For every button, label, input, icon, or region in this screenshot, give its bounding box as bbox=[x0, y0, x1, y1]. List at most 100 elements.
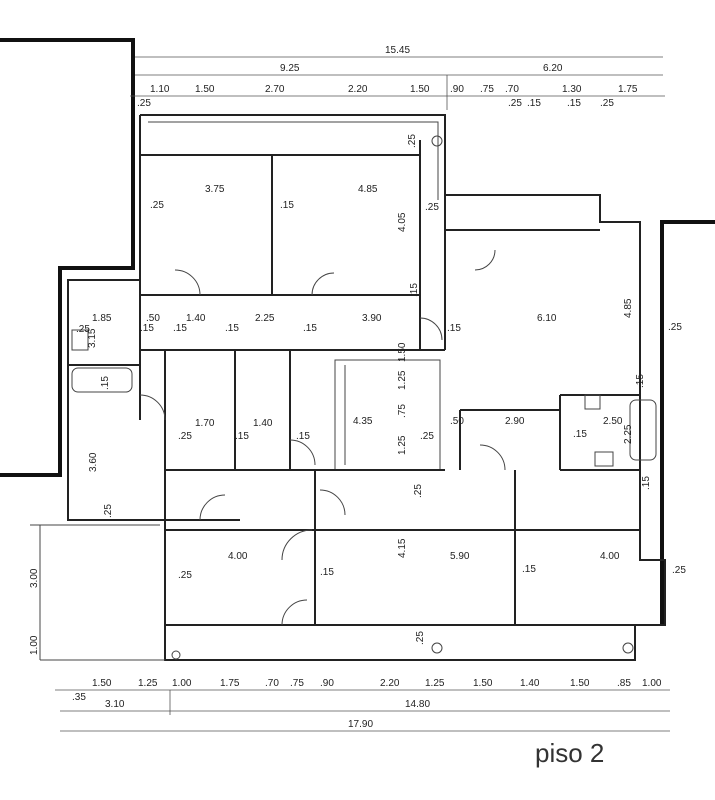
dim-label: .25 bbox=[415, 631, 426, 645]
left-dimensions: 3.00 1.00 bbox=[29, 568, 40, 655]
dim-label: .15 bbox=[280, 200, 294, 211]
dim-label: .25 bbox=[178, 570, 192, 581]
dim-label: .75 bbox=[397, 404, 408, 418]
dim-label: 1.25 bbox=[138, 678, 158, 689]
dim-label: 1.50 bbox=[92, 678, 112, 689]
interior-walls bbox=[67, 140, 640, 626]
dim-label: .85 bbox=[617, 678, 631, 689]
dim-label: 3.10 bbox=[105, 699, 125, 710]
dim-label: 1.75 bbox=[220, 678, 240, 689]
dim-label: .15 bbox=[140, 323, 154, 334]
floor-title: piso 2 bbox=[535, 738, 604, 768]
dim-label: 4.85 bbox=[358, 184, 378, 195]
dim-label: 2.25 bbox=[623, 424, 634, 444]
dim-label: .25 bbox=[420, 431, 434, 442]
dim-label: 2.20 bbox=[348, 84, 368, 95]
dim-label: .15 bbox=[225, 323, 239, 334]
dim-label: 1.10 bbox=[150, 84, 170, 95]
dim-label: 1.70 bbox=[195, 418, 215, 429]
dim-label: 1.25 bbox=[397, 435, 408, 455]
top-dimensions: 15.45 9.25 6.20 1.10 1.50 2.70 2.20 1.50… bbox=[137, 45, 638, 109]
dim-label: .75 bbox=[290, 678, 304, 689]
dim-label: 2.50 bbox=[603, 416, 623, 427]
dim-label: .25 bbox=[150, 200, 164, 211]
dim-label: 1.40 bbox=[253, 418, 273, 429]
dim-label: 14.80 bbox=[405, 699, 430, 710]
dim-label: .25 bbox=[600, 98, 614, 109]
dim-label: 1.25 bbox=[425, 678, 445, 689]
dim-label: 2.25 bbox=[255, 313, 275, 324]
dim-label: 4.05 bbox=[397, 212, 408, 232]
dim-label: .15 bbox=[296, 431, 310, 442]
dim-label: .70 bbox=[505, 84, 519, 95]
dim-label: .75 bbox=[480, 84, 494, 95]
dim-label: .25 bbox=[178, 431, 192, 442]
dim-label: 15.45 bbox=[385, 45, 410, 56]
doors bbox=[139, 249, 506, 626]
dim-label: .15 bbox=[409, 283, 420, 297]
dim-label: 1.00 bbox=[172, 678, 192, 689]
dim-label: 4.85 bbox=[623, 298, 634, 318]
dim-label: .25 bbox=[668, 322, 682, 333]
dim-label: 3.75 bbox=[205, 184, 225, 195]
dim-label: 1.30 bbox=[562, 84, 582, 95]
dim-label: .50 bbox=[450, 416, 464, 427]
top-dimension-lines bbox=[130, 56, 665, 110]
dim-label: .25 bbox=[508, 98, 522, 109]
dim-label: 6.20 bbox=[543, 63, 563, 74]
dim-label: 3.90 bbox=[362, 313, 382, 324]
dim-label: 1.40 bbox=[520, 678, 540, 689]
dim-label: .50 bbox=[146, 313, 160, 324]
dim-label: 4.00 bbox=[600, 551, 620, 562]
dim-label: .25 bbox=[137, 98, 151, 109]
dim-label: 4.15 bbox=[397, 538, 408, 558]
dim-label: 1.25 bbox=[397, 370, 408, 390]
dim-label: .25 bbox=[407, 134, 418, 148]
dim-label: .15 bbox=[320, 567, 334, 578]
dim-label: 17.90 bbox=[348, 719, 373, 730]
dim-label: 1.40 bbox=[186, 313, 206, 324]
dim-label: 2.70 bbox=[265, 84, 285, 95]
dim-label: 1.00 bbox=[29, 635, 40, 655]
dim-label: 6.10 bbox=[537, 313, 557, 324]
dim-label: 2.20 bbox=[380, 678, 400, 689]
dim-label: .25 bbox=[103, 504, 114, 518]
dim-label: 1.85 bbox=[92, 313, 112, 324]
dim-label: .15 bbox=[567, 98, 581, 109]
dim-label: .15 bbox=[303, 323, 317, 334]
dim-label: .90 bbox=[450, 84, 464, 95]
dim-label: .15 bbox=[173, 323, 187, 334]
dim-label: .90 bbox=[320, 678, 334, 689]
dim-label: .15 bbox=[527, 98, 541, 109]
dim-label: .15 bbox=[522, 564, 536, 575]
dim-label: .25 bbox=[425, 202, 439, 213]
dim-label: .15 bbox=[100, 376, 111, 390]
bottom-dimensions: 1.50 1.25 1.00 1.75 .70 .75 .90 2.20 1.2… bbox=[72, 678, 662, 730]
bottom-dimension-lines bbox=[55, 689, 670, 732]
dim-label: .25 bbox=[76, 324, 90, 335]
dim-label: .70 bbox=[265, 678, 279, 689]
dim-label: 1.00 bbox=[642, 678, 662, 689]
dim-label: 3.60 bbox=[88, 452, 99, 472]
dim-label: .15 bbox=[447, 323, 461, 334]
dim-label: 5.90 bbox=[450, 551, 470, 562]
dim-label: 4.35 bbox=[353, 416, 373, 427]
dim-label: 1.50 bbox=[410, 84, 430, 95]
dim-label: .15 bbox=[235, 431, 249, 442]
dim-label: 3.00 bbox=[29, 568, 40, 588]
dim-label: 3.15 bbox=[87, 328, 98, 348]
bathroom-fixtures bbox=[71, 135, 657, 660]
dim-label: 9.25 bbox=[280, 63, 300, 74]
dim-label: 1.50 bbox=[397, 342, 408, 362]
neighbor-buildings bbox=[0, 38, 715, 625]
dim-label: .15 bbox=[641, 476, 652, 490]
dim-label: 1.75 bbox=[618, 84, 638, 95]
dim-label: .15 bbox=[635, 374, 646, 388]
exterior-walls bbox=[30, 114, 666, 661]
dim-label: 4.00 bbox=[228, 551, 248, 562]
dim-label: .25 bbox=[672, 565, 686, 576]
dim-label: 1.50 bbox=[570, 678, 590, 689]
dim-label: .25 bbox=[413, 484, 424, 498]
